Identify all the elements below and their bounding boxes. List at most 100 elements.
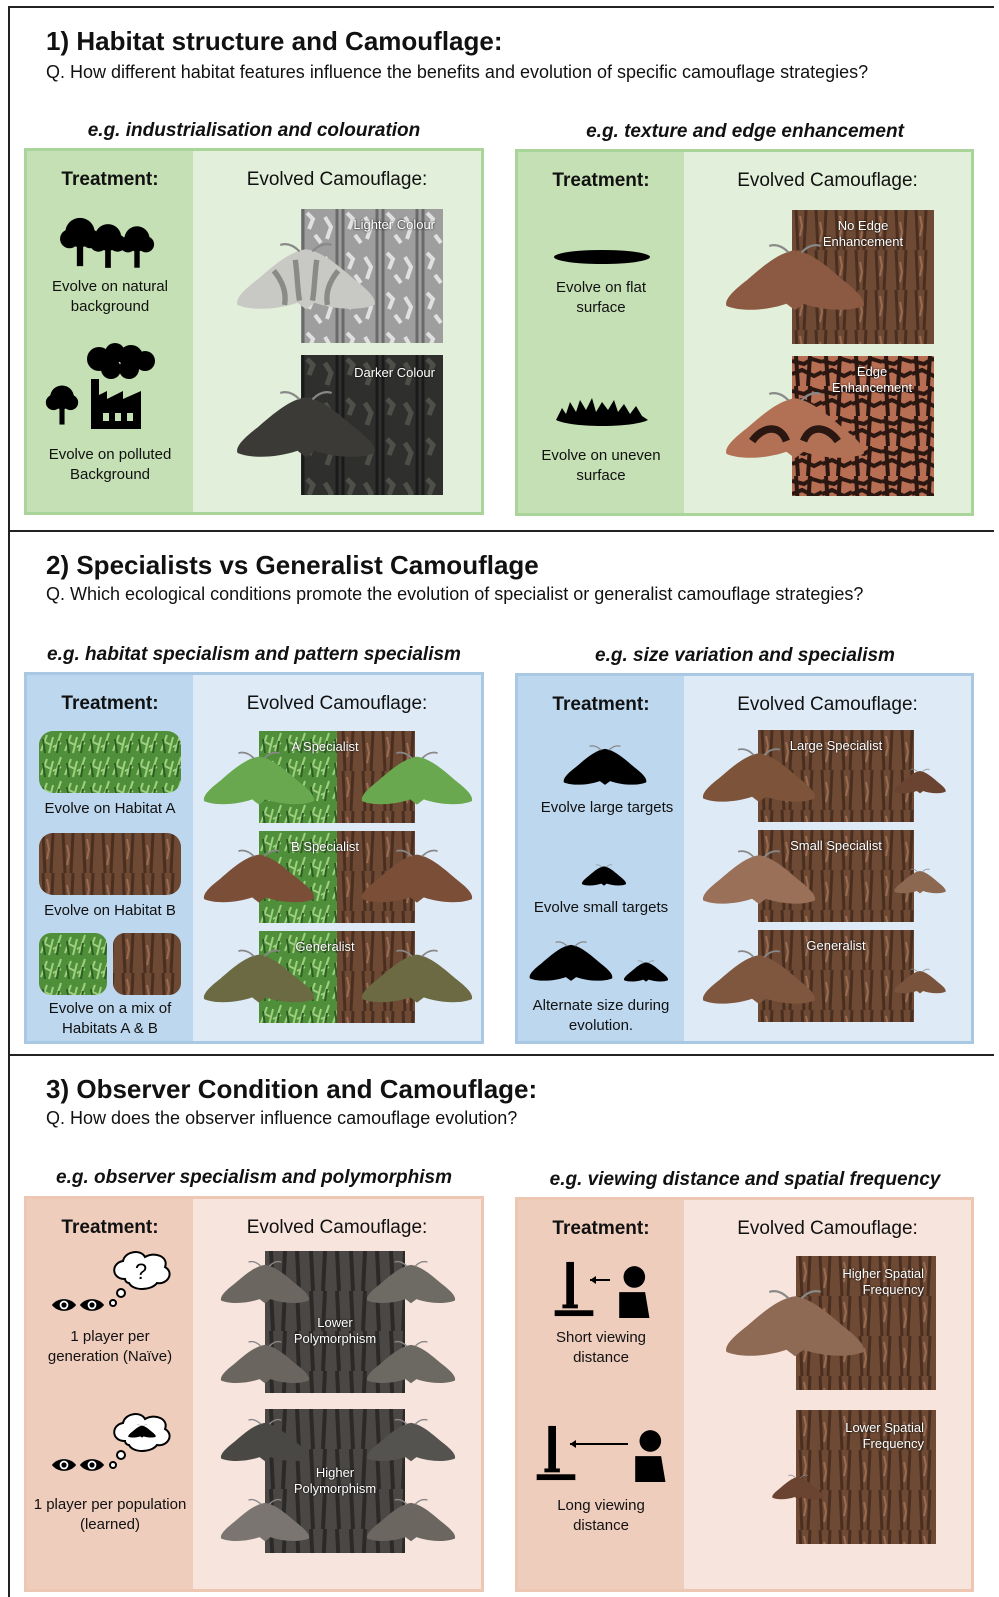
evolved-heading: Evolved Camouflage: — [737, 1218, 918, 1239]
evolved-heading: Evolved Camouflage: — [246, 169, 428, 190]
small-moth-icon — [580, 862, 628, 888]
tile-label: No Edge Enhancement — [822, 218, 904, 249]
brown-moth — [199, 845, 319, 907]
treatment-caption: Evolve small targets — [533, 899, 669, 916]
treatment-heading: Treatment: — [61, 1217, 159, 1238]
tile-label: Darker Colour — [354, 365, 435, 380]
treatment-caption: Evolve on uneven surface — [541, 447, 661, 484]
thought-moth-icon — [109, 1413, 171, 1469]
generalist-moth — [199, 945, 319, 1007]
brown-moth — [357, 845, 477, 907]
treatment-caption: Evolve on Habitat A — [44, 800, 176, 817]
green-moth — [199, 747, 319, 809]
long-distance-icon — [536, 1425, 666, 1482]
treatment-column: Treatment: ? 1 player per generation (Na… — [27, 1199, 193, 1589]
small-brown-moth — [892, 866, 948, 896]
small-moth-icon — [622, 958, 670, 984]
treatment-caption: Evolve large targets — [540, 799, 674, 816]
section-question: Q. How different habitat features influe… — [46, 62, 869, 82]
treatment-caption: Evolve on a mix of Habitats A & B — [48, 1000, 172, 1037]
grey-moth — [363, 1337, 459, 1387]
panel-viewing-distance: Treatment: Short viewing distance Long v… — [515, 1197, 974, 1592]
evolved-column: Evolved Camouflage: A Specialist B Speci… — [193, 675, 481, 1041]
grey-moth — [217, 1337, 313, 1387]
grey-moth — [363, 1495, 459, 1545]
treatment-heading: Treatment: — [61, 693, 159, 714]
evolved-heading: Evolved Camouflage: — [737, 694, 918, 715]
treatment-column: Treatment: Evolve large targets Evolve s… — [518, 676, 684, 1041]
section-specialists: 2) Specialists vs Generalist Camouflage … — [8, 530, 994, 1054]
grey-moth — [363, 1257, 459, 1307]
treatment-caption: Alternate size during evolution. — [532, 997, 670, 1034]
bark-habitat-icon — [39, 833, 181, 895]
section-habitat: 1) Habitat structure and Camouflage: Q. … — [8, 6, 994, 530]
example-heading: e.g. size variation and specialism — [595, 645, 895, 666]
section-title: 3) Observer Condition and Camouflage: — [46, 1074, 538, 1104]
grass-bark-tile — [259, 731, 415, 823]
small-brown-moth — [892, 766, 948, 796]
green-moth — [357, 747, 477, 809]
generalist-moth — [357, 945, 477, 1007]
example-heading: e.g. viewing distance and spatial freque… — [549, 1169, 941, 1190]
treatment-column: Treatment: Evolve on natural background … — [27, 151, 193, 512]
treatment-heading: Treatment: — [552, 1218, 650, 1239]
treatment-caption: Evolve on natural background — [52, 278, 168, 315]
grey-moth — [217, 1415, 313, 1465]
panel-industrialisation: Treatment: Evolve on natural background … — [24, 148, 484, 515]
eyes-icon — [51, 1459, 105, 1471]
example-heading: e.g. observer specialism and polymorphis… — [56, 1167, 452, 1188]
evolved-column: Evolved Camouflage: Lower Polymorphism H… — [193, 1199, 481, 1589]
light-moth — [231, 237, 381, 315]
mixed-habitat-icon — [39, 933, 181, 995]
treatment-column: Treatment: Short viewing distance Long v… — [518, 1200, 684, 1589]
tile-label: Generalist — [295, 939, 355, 954]
evolved-column: Evolved Camouflage: Large Specialist Sma… — [684, 676, 971, 1041]
tile-label: Lighter Colour — [353, 217, 435, 232]
treatment-caption: 1 player per population (learned) — [33, 1496, 187, 1533]
section-question: Q. How does the observer influence camou… — [46, 1108, 518, 1128]
flat-surface-icon — [554, 250, 650, 264]
thought-bubble-icon: ? — [109, 1251, 171, 1307]
tile-label: Edge Enhancement — [831, 364, 913, 395]
small-brown-moth — [770, 1472, 826, 1502]
example-heading: e.g. habitat specialism and pattern spec… — [47, 644, 461, 665]
tile-label: Large Specialist — [789, 738, 883, 753]
large-brown-moth — [698, 846, 820, 908]
panel-habitat-specialism: Treatment: Evolve on Habitat A Evolve on… — [24, 672, 484, 1044]
question-mark: ? — [135, 1259, 147, 1284]
evolved-column: Evolved Camouflage: No Edge Enhancement … — [684, 152, 971, 513]
treatment-caption: Short viewing distance — [555, 1329, 647, 1366]
large-brown-moth — [698, 946, 820, 1008]
treatment-caption: 1 player per generation (Naïve) — [47, 1328, 173, 1365]
panel-size-variation: Treatment: Evolve large targets Evolve s… — [515, 673, 974, 1044]
small-brown-moth — [892, 966, 948, 996]
evolved-heading: Evolved Camouflage: — [737, 170, 918, 191]
grey-moth — [217, 1257, 313, 1307]
section-question: Q. Which ecological conditions promote t… — [46, 584, 864, 604]
large-brown-moth — [698, 744, 820, 806]
tile-label: B Specialist — [291, 839, 359, 854]
evolved-column: Evolved Camouflage: Lighter Colour Darke… — [193, 151, 481, 512]
treatment-heading: Treatment: — [61, 169, 159, 190]
brown-moth — [720, 1284, 870, 1362]
tile-label: Higher Spatial Frequency — [842, 1266, 924, 1297]
trees-icon — [60, 217, 155, 268]
example-heading: e.g. texture and edge enhancement — [586, 121, 904, 142]
evolved-heading: Evolved Camouflage: — [246, 693, 428, 714]
short-distance-icon — [554, 1261, 650, 1318]
treatment-heading: Treatment: — [552, 170, 650, 191]
treatment-column: Treatment: Evolve on flat surface Evolve… — [518, 152, 684, 513]
treatment-caption: Evolve on polluted Background — [48, 446, 172, 483]
treatment-caption: Long viewing distance — [557, 1497, 645, 1534]
example-heading: e.g. industrialisation and colouration — [87, 120, 421, 141]
grey-moth — [363, 1415, 459, 1465]
tile-label: Lower Polymorphism — [293, 1315, 377, 1346]
section-title: 1) Habitat structure and Camouflage: — [46, 26, 503, 56]
tile-label: A Specialist — [291, 739, 359, 754]
tile-label: Generalist — [806, 938, 866, 953]
evolved-heading: Evolved Camouflage: — [246, 1217, 428, 1238]
large-moth-icon — [560, 742, 650, 788]
panel-observer-specialism: Treatment: ? 1 player per generation (Na… — [24, 1196, 484, 1592]
treatment-caption: Evolve on flat surface — [555, 279, 647, 316]
dark-moth — [231, 385, 381, 463]
